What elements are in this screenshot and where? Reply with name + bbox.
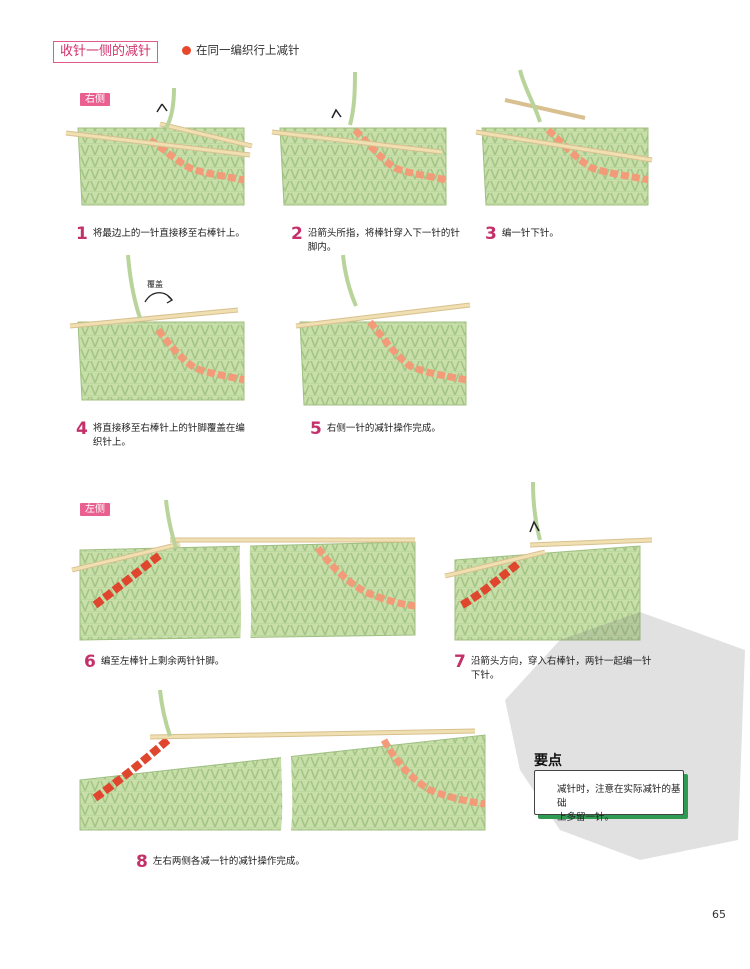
- diagram-step-2: [271, 71, 447, 206]
- step-text: 沿箭头方向，穿入右棒针，两针一起编一针 下针。: [471, 653, 652, 683]
- tip-line: 减针时，注意在实际减针的基础: [557, 784, 681, 809]
- section-title: 收针一侧的减针: [53, 41, 159, 63]
- tip-heading: 要点: [534, 753, 562, 769]
- step-text-line: 脚内。: [307, 242, 337, 253]
- step-text: 左右两侧各减一针的减针操作完成。: [152, 856, 305, 867]
- page-number: 65: [712, 908, 726, 921]
- subtitle: 在同一编织行上减针: [182, 42, 300, 58]
- cover-annotation: 覆盖: [147, 280, 163, 289]
- diagram-step-6: [71, 499, 416, 656]
- step-text: 将直接移至右棒针上的针脚覆盖在编 织针上。: [93, 420, 245, 450]
- left-side-label: 左侧: [80, 503, 110, 516]
- step-number: 4: [76, 419, 88, 439]
- diagram-step-4: [69, 254, 245, 401]
- tip-text: 减针时，注意在实际减针的基础 上多留一针。: [535, 771, 683, 825]
- step-number: 6: [84, 652, 96, 672]
- step-caption-8: 8 左右两侧各减一针的减针操作完成。: [136, 853, 305, 871]
- step-text-line: 沿箭头所指，将棒针穿入下一针的针: [307, 228, 460, 239]
- step-text: 编一针下针。: [501, 228, 559, 239]
- step-text-line: 将直接移至右棒针上的针脚覆盖在编: [92, 423, 245, 434]
- diagram-step-3: [475, 69, 653, 206]
- step-text-line: 织针上。: [92, 437, 131, 448]
- step-caption-1: 1 将最边上的一针直接移至右棒针上。: [76, 225, 245, 243]
- step-caption-5: 5 右侧一针的减针操作完成。: [310, 420, 441, 438]
- diagram-step-7: [444, 481, 653, 641]
- step-number: 1: [76, 224, 88, 244]
- diagram-step-5: [295, 254, 471, 406]
- step-text-line: 沿箭头方向，穿入右棒针，两针一起编一针: [470, 656, 652, 667]
- step-number: 8: [136, 852, 148, 872]
- step-text: 将最边上的一针直接移至右棒针上。: [92, 228, 245, 239]
- step-text: 右侧一针的减针操作完成。: [326, 423, 441, 434]
- tip-line: 上多留一针。: [557, 812, 615, 823]
- step-caption-4: 4 将直接移至右棒针上的针脚覆盖在编 织针上。: [76, 420, 245, 450]
- right-side-label: 右侧: [80, 93, 110, 106]
- step-caption-7: 7 沿箭头方向，穿入右棒针，两针一起编一针 下针。: [454, 653, 651, 683]
- tip-box: 减针时，注意在实际减针的基础 上多留一针。: [534, 770, 684, 823]
- diagram-step-8: [79, 689, 486, 846]
- step-number: 7: [454, 652, 466, 672]
- step-text-line: 下针。: [470, 670, 500, 681]
- bullet-dot-icon: [182, 46, 191, 55]
- step-caption-6: 6 编至左棒针上剩余两针针脚。: [84, 653, 224, 671]
- step-caption-2: 2 沿箭头所指，将棒针穿入下一针的针 脚内。: [291, 225, 460, 255]
- step-caption-3: 3 编一针下针。: [485, 225, 559, 243]
- step-text: 沿箭头所指，将棒针穿入下一针的针 脚内。: [308, 225, 460, 255]
- step-number: 3: [485, 224, 497, 244]
- step-number: 2: [291, 224, 303, 244]
- diagram-step-1: [65, 87, 253, 206]
- step-number: 5: [310, 419, 322, 439]
- step-text: 编至左棒针上剩余两针针脚。: [100, 656, 225, 667]
- subtitle-text: 在同一编织行上减针: [196, 43, 300, 57]
